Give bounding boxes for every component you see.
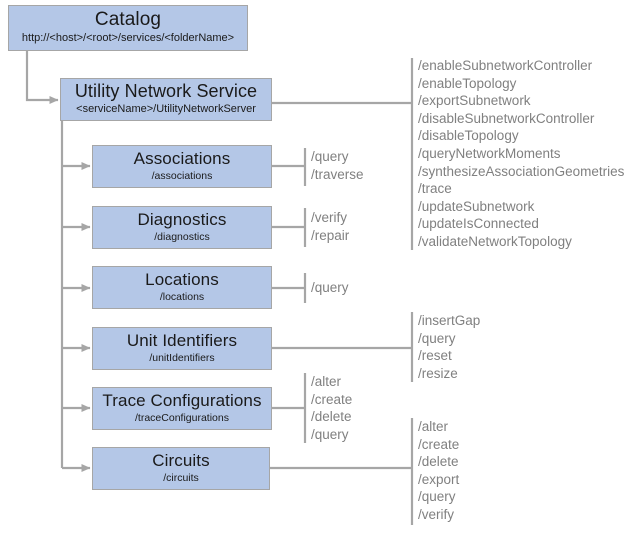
node-associations-title: Associations [133, 149, 231, 169]
operation-item[interactable]: /exportSubnetwork [418, 93, 531, 109]
operation-item[interactable]: /enableSubnetworkController [418, 58, 593, 73]
operation-item[interactable]: /reset [418, 348, 452, 364]
operations-list-diagnostics: /verify /repair [311, 209, 349, 244]
operation-item[interactable]: /create [311, 391, 353, 407]
operations-list-trace-configurations: /alter /create /delete /query [311, 373, 352, 443]
node-unit-identifiers-subtitle: /unitIdentifiers [149, 352, 215, 365]
operation-item[interactable]: /query [311, 149, 349, 164]
operation-item[interactable]: /updateIsConnected [418, 216, 539, 232]
node-trace-configurations-subtitle: /traceConfigurations [135, 412, 229, 425]
operation-item[interactable]: /query [418, 330, 456, 346]
node-catalog-title: Catalog [94, 9, 162, 31]
operation-item[interactable]: /trace [418, 181, 452, 197]
node-diagnostics-subtitle: /diagnostics [154, 231, 210, 244]
operation-item[interactable]: /alter [311, 374, 342, 389]
operation-item[interactable]: /disableTopology [418, 128, 519, 144]
operations-list-circuits: /alter /create /delete /export /query /v… [418, 418, 459, 524]
operation-item[interactable]: /updateSubnetwork [418, 198, 535, 214]
node-circuits[interactable]: Circuits /circuits [92, 447, 270, 490]
operation-item[interactable]: /alter [418, 419, 449, 434]
operation-item[interactable]: /resize [418, 365, 458, 381]
node-trace-configurations[interactable]: Trace Configurations /traceConfiguration… [92, 387, 272, 430]
node-locations[interactable]: Locations /locations [92, 266, 272, 309]
node-unit-identifiers[interactable]: Unit Identifiers /unitIdentifiers [92, 327, 272, 370]
node-locations-title: Locations [145, 270, 219, 290]
node-diagnostics-title: Diagnostics [137, 210, 227, 230]
node-utility-network-service[interactable]: Utility Network Service <serviceName>/Ut… [60, 78, 272, 121]
node-unit-identifiers-title: Unit Identifiers [126, 331, 238, 351]
operation-item[interactable]: /synthesizeAssociationGeometries [418, 163, 625, 179]
operation-item[interactable]: /disableSubnetworkController [418, 110, 595, 126]
operation-item[interactable]: /query [311, 280, 349, 295]
operation-item[interactable]: /enableTopology [418, 75, 517, 91]
operation-item[interactable]: /queryNetworkMoments [418, 145, 561, 161]
operation-item[interactable]: /delete [418, 454, 459, 470]
operations-list-unit-identifiers: /insertGap /query /reset /resize [418, 312, 480, 382]
node-trace-configurations-title: Trace Configurations [102, 391, 262, 411]
node-circuits-subtitle: /circuits [163, 472, 199, 485]
operation-item[interactable]: /verify [311, 210, 348, 225]
operation-item[interactable]: /create [418, 436, 460, 452]
operations-list-service: /enableSubnetworkController /enableTopol… [418, 57, 624, 251]
operations-list-associations: /query /traverse [311, 148, 364, 183]
node-associations[interactable]: Associations /associations [92, 145, 272, 188]
operations-list-locations: /query [311, 279, 349, 297]
edge-catalog-to-service [25, 51, 59, 104]
node-utility-network-service-title: Utility Network Service [74, 81, 258, 102]
operation-item[interactable]: /query [418, 489, 456, 505]
operation-item[interactable]: /delete [311, 409, 352, 425]
operation-item[interactable]: /validateNetworkTopology [418, 233, 572, 249]
node-catalog-subtitle: http://<host>/<root>/services/<folderNam… [21, 32, 235, 45]
node-associations-subtitle: /associations [151, 170, 213, 183]
node-utility-network-service-subtitle: <serviceName>/UtilityNetworkServer [76, 103, 256, 116]
node-circuits-title: Circuits [152, 451, 210, 471]
operation-item[interactable]: /verify [418, 506, 455, 522]
operation-item[interactable]: /query [311, 426, 349, 442]
node-catalog[interactable]: Catalog http://<host>/<root>/services/<f… [8, 5, 248, 51]
operation-item[interactable]: /repair [311, 227, 350, 243]
node-locations-subtitle: /locations [159, 291, 205, 304]
operation-item[interactable]: /traverse [311, 166, 364, 182]
node-diagnostics[interactable]: Diagnostics /diagnostics [92, 206, 272, 249]
operation-item[interactable]: /export [418, 471, 460, 487]
operation-item[interactable]: /insertGap [418, 313, 481, 328]
